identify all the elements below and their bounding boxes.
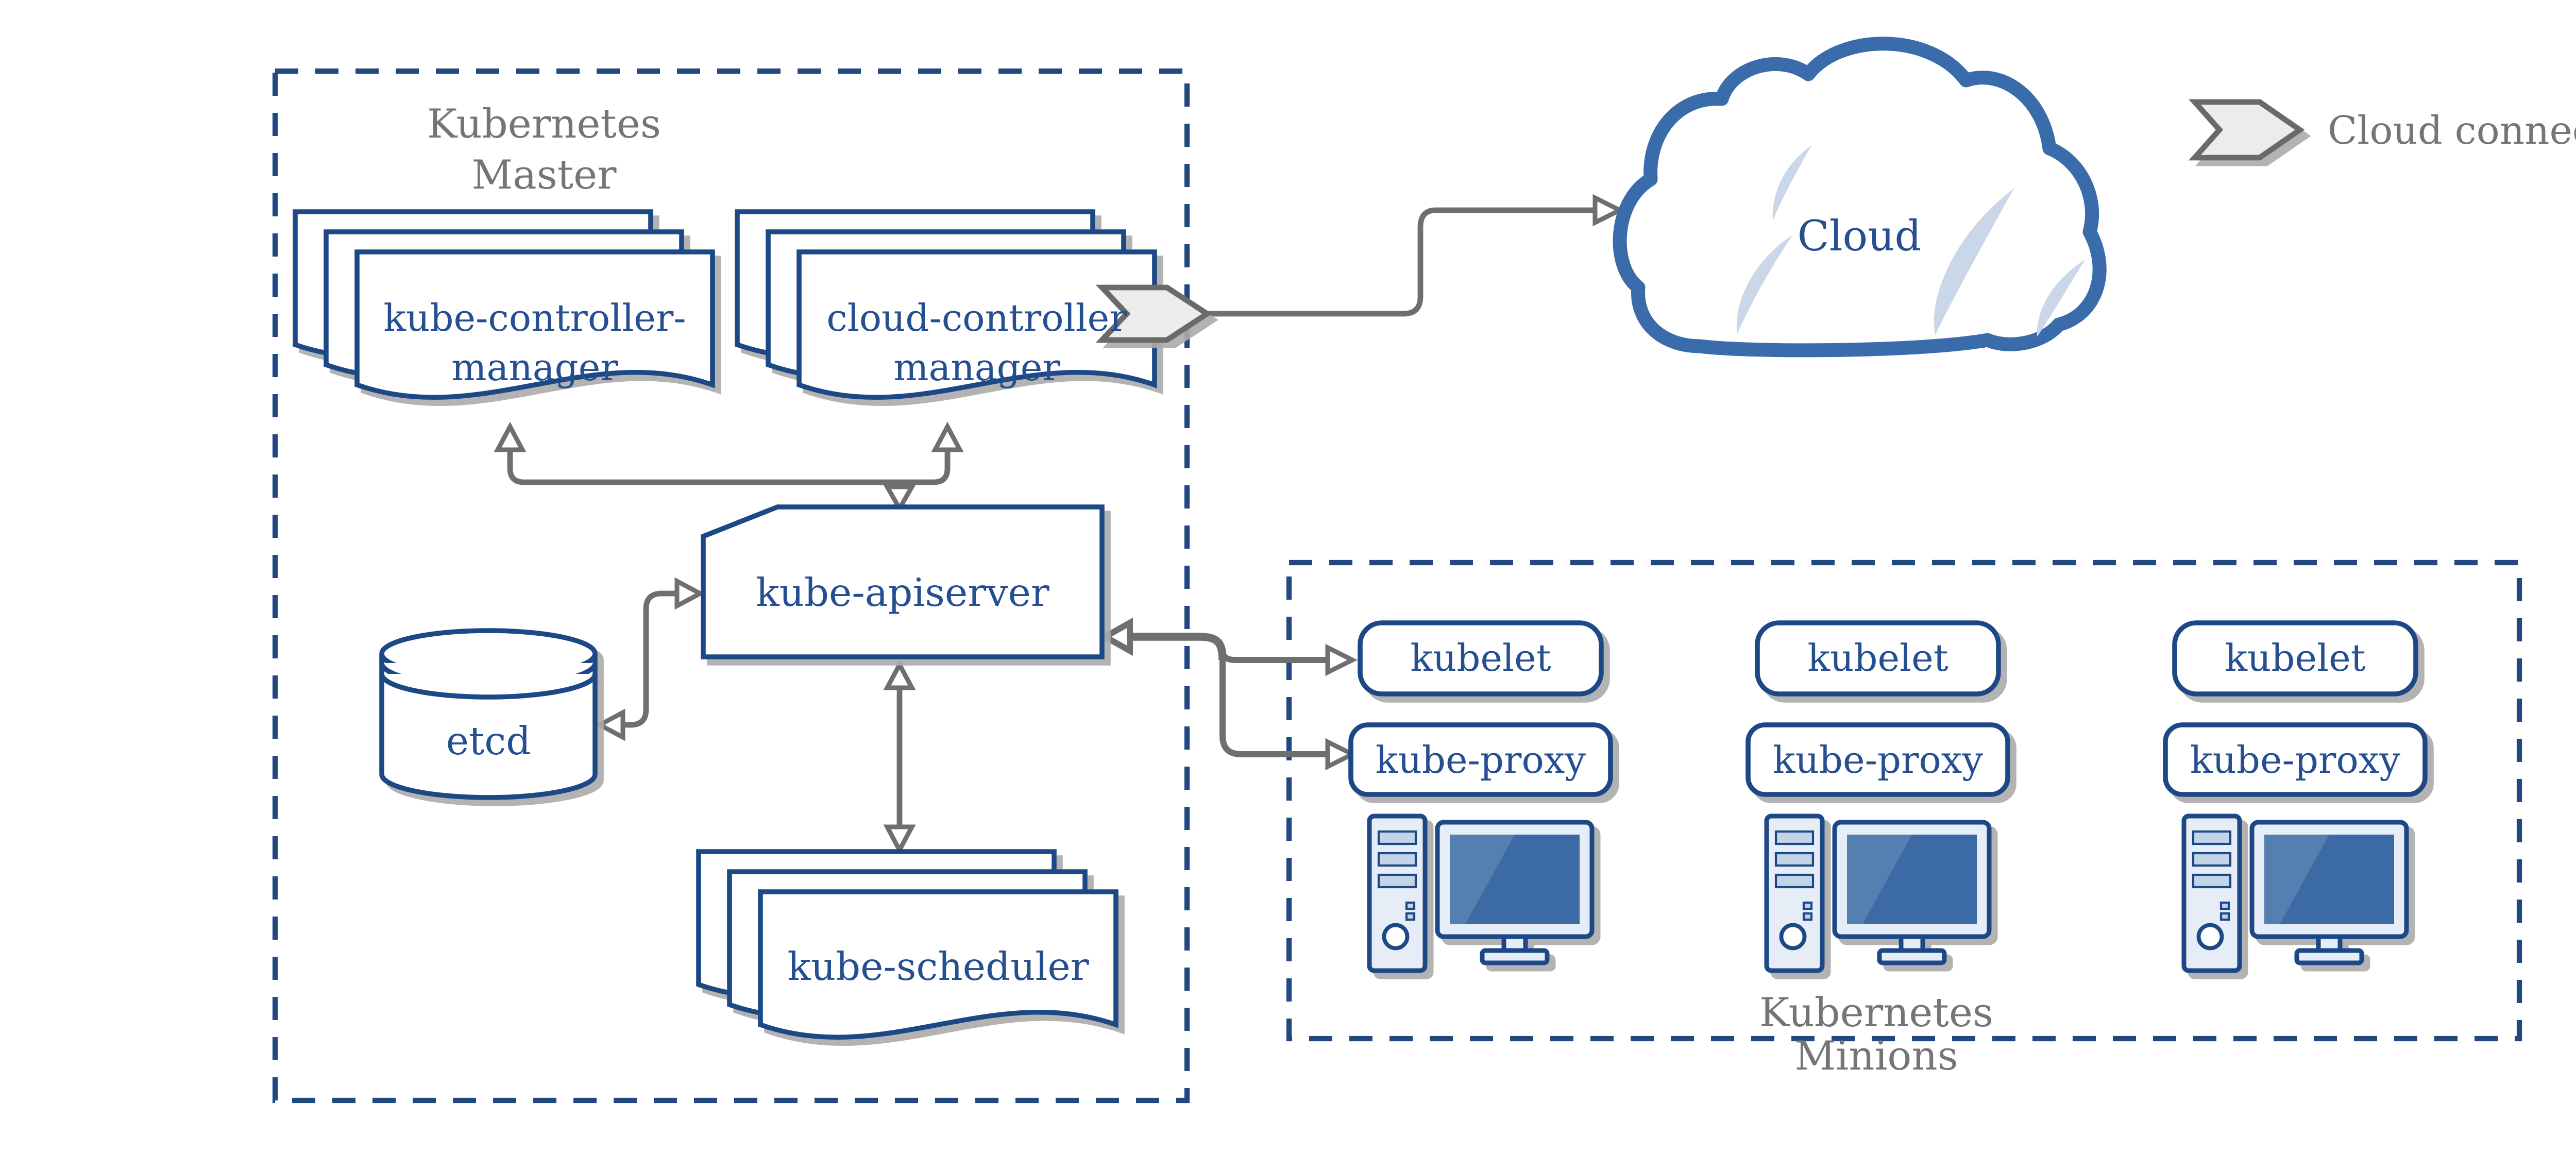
- cloud-label: Cloud: [1798, 212, 1922, 261]
- legend-cloud-connector: [2188, 99, 2305, 161]
- kubernetes-master-boundary: [272, 68, 1190, 1104]
- cloud-highlight: [2037, 260, 2085, 337]
- cloud-connector-chevron-icon: [1095, 284, 1212, 343]
- arrowhead-right-kube-proxy: [1325, 738, 1358, 771]
- arrowhead-down-apiserver: [883, 484, 916, 514]
- minions-label-line2: Minions: [1794, 1033, 1958, 1079]
- desktop-computer-icon: [1767, 816, 1989, 971]
- cloud-controller-manager-label-line2: manager: [893, 346, 1060, 389]
- kube-proxy-label-1: kube-proxy: [1376, 738, 1586, 782]
- kube-apiserver-box: [701, 504, 1105, 659]
- cloud-highlight: [1736, 235, 1793, 334]
- etcd-label: etcd: [446, 718, 531, 764]
- arrow-controllers-to-apiserver: [494, 421, 964, 514]
- kubelet-label-2: kubelet: [1807, 636, 1948, 680]
- kube-controller-manager-label-line1: kube-controller-: [383, 296, 686, 340]
- arrow-etcd-apiserver: [595, 577, 705, 741]
- minion-node-3: [2163, 620, 2428, 971]
- arrowhead-up-kube-controller: [494, 421, 527, 452]
- arrowhead-right-cloud: [1592, 194, 1625, 227]
- cloud-controller-manager-label-line1: cloud-controller: [826, 296, 1127, 340]
- arrowhead-left-etcd: [595, 708, 625, 741]
- kubernetes-minions-boundary: [1286, 559, 2522, 1042]
- arrowhead-up-apiserver: [883, 659, 916, 690]
- kube-scheduler-label: kube-scheduler: [787, 944, 1089, 989]
- arrow-apiserver-scheduler: [883, 659, 916, 855]
- kubelet-label-1: kubelet: [1410, 636, 1551, 680]
- master-label-line2: Master: [471, 152, 617, 198]
- kube-proxy-box: [1745, 722, 2010, 797]
- arrow-cloud-connector-to-cloud: [1204, 194, 1625, 317]
- kube-apiserver-node: [701, 504, 1105, 659]
- master-label-line1: Kubernetes: [427, 101, 661, 147]
- arrowhead-right-apiserver: [674, 577, 705, 610]
- legend-cloud-connector-label: Cloud connector: [2328, 108, 2576, 153]
- arrow-apiserver-minions: [1098, 617, 1358, 771]
- minion-node-1: [1348, 620, 1613, 971]
- kube-proxy-label-2: kube-proxy: [1773, 738, 1983, 782]
- kubelet-box: [1755, 620, 2001, 697]
- kube-apiserver-label: kube-apiserver: [756, 570, 1049, 615]
- kubelet-box: [2172, 620, 2418, 697]
- kubelet-box: [1358, 620, 1604, 697]
- cloud-highlight: [1934, 189, 2014, 335]
- etcd-node: [379, 628, 598, 800]
- kube-controller-manager-label-line2: manager: [451, 346, 618, 389]
- kube-proxy-label-3: kube-proxy: [2190, 738, 2400, 782]
- cloud-node: [1613, 37, 2107, 358]
- kube-proxy-box: [1348, 722, 1613, 797]
- arrowhead-right-kubelet: [1325, 643, 1358, 676]
- arrowhead-down-scheduler: [883, 824, 916, 855]
- kubelet-label-3: kubelet: [2225, 636, 2365, 680]
- minions-label-line1: Kubernetes: [1759, 990, 1993, 1036]
- arrowhead-up-cloud-controller: [931, 421, 964, 452]
- cloud-connector-chevron-icon: [2188, 99, 2305, 161]
- arrowhead-left-into-apiserver: [1098, 617, 1133, 656]
- desktop-computer-icon: [1369, 816, 1592, 971]
- cloud-icon: [1613, 37, 2107, 358]
- desktop-computer-icon: [2184, 816, 2406, 971]
- minion-node-2: [1745, 620, 2010, 971]
- cloud-highlight: [1772, 145, 1811, 221]
- kube-proxy-box: [2163, 722, 2428, 797]
